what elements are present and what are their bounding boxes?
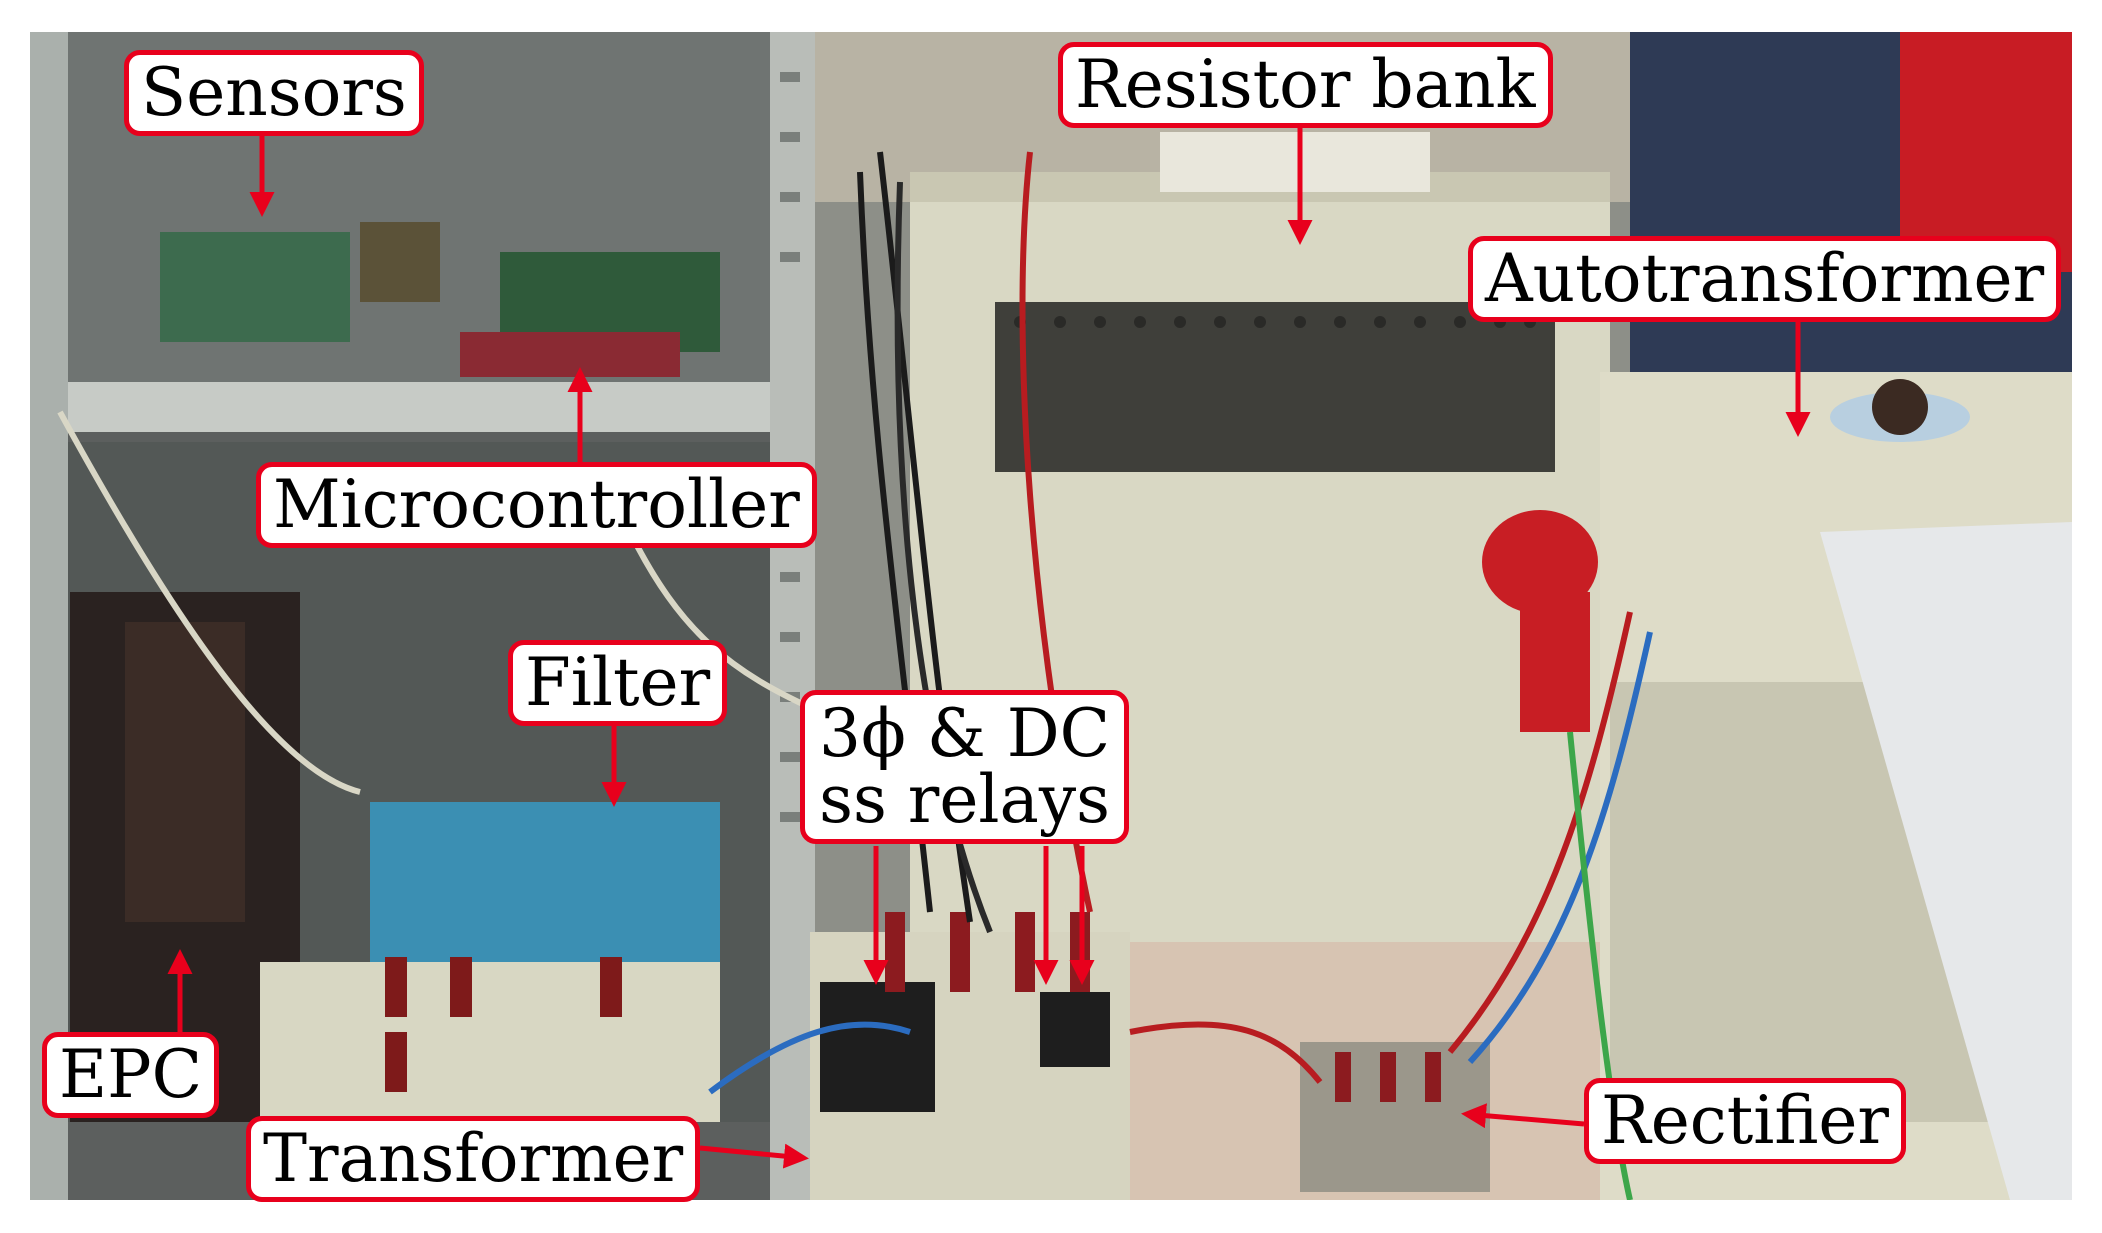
autotransformer-label: Autotransformer — [1468, 236, 2062, 322]
filter-label: Filter — [508, 640, 728, 726]
microcontroller-label: Microcontroller — [256, 462, 817, 548]
epc-label: EPC — [42, 1032, 220, 1118]
resistor-bank-label: Resistor bank — [1058, 42, 1553, 128]
rectifier-label: Rectifier — [1584, 1078, 1906, 1164]
lab-setup-scene — [30, 32, 2072, 1200]
lab-setup-photo — [30, 32, 2072, 1200]
relays-label: 3ϕ & DC ss relays — [800, 690, 1130, 844]
sensors-label: Sensors — [124, 50, 424, 136]
relays-label-line2: ss relays — [819, 761, 1111, 838]
transformer-label: Transformer — [246, 1116, 701, 1202]
relays-label-line1: 3ϕ & DC — [819, 695, 1111, 772]
